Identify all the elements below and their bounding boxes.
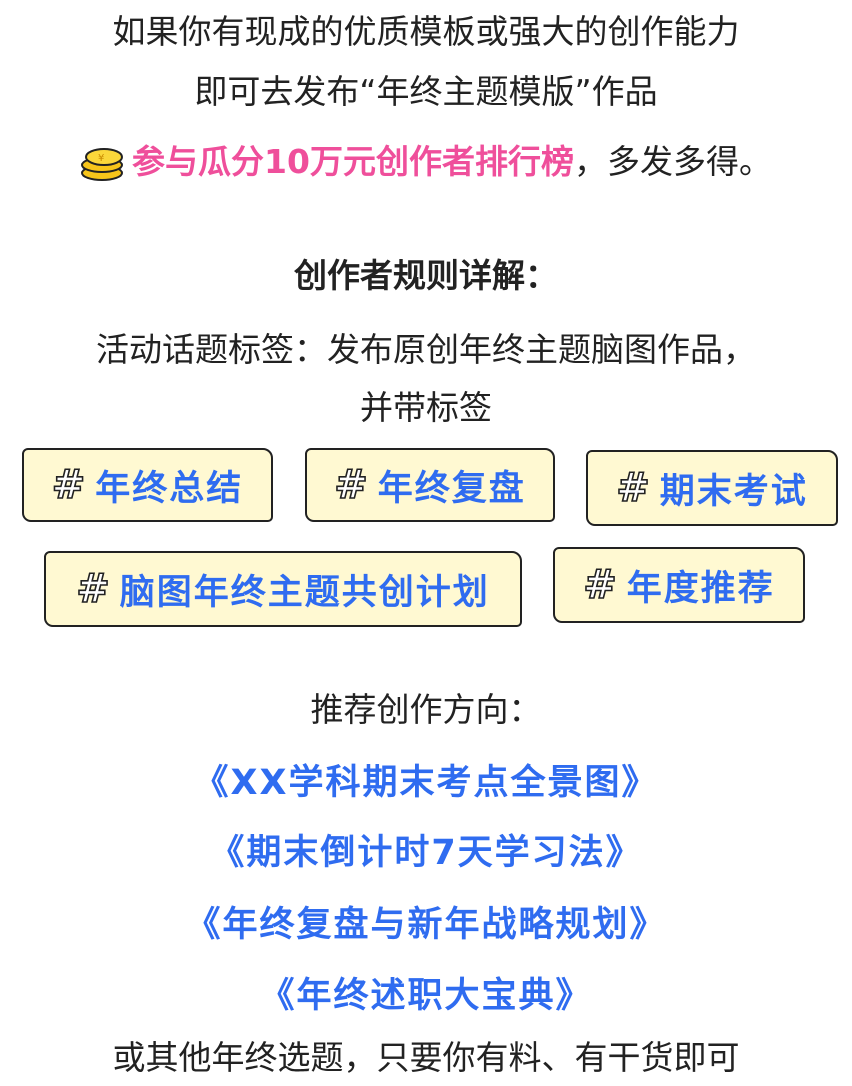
direction-item: 《年终述职大宝典》 <box>259 976 593 1016</box>
rules-desc-line-1: 活动话题标签：发布原创年终主题脑图作品， <box>96 330 756 369</box>
directions-footer: 或其他年终选题，只要你有料、有干货即可 <box>112 1038 740 1077</box>
hash-icon: # <box>615 464 652 512</box>
hash-icon: # <box>75 565 112 613</box>
tag-label: 年终复盘 <box>377 468 526 509</box>
directions-heading: 推荐创作方向： <box>310 690 542 729</box>
gold-coins-icon: ¥ <box>80 146 126 182</box>
hash-icon: # <box>51 461 88 509</box>
rules-heading: 创作者规则详解： <box>294 256 558 295</box>
tag-annual-recommend[interactable]: #年度推荐 <box>553 547 805 623</box>
rules-desc-line-2: 并带标签 <box>360 388 492 427</box>
intro-line-1: 如果你有现成的优质模板或强大的创作能力 <box>112 12 740 51</box>
tag-mindmap-cocreation[interactable]: #脑图年终主题共创计划 <box>44 551 522 627</box>
intro-line-3-rest: ，多发多得。 <box>573 142 772 181</box>
svg-text:¥: ¥ <box>98 153 104 164</box>
direction-item: 《XX学科期末考点全景图》 <box>193 763 659 803</box>
tag-year-end-summary[interactable]: #年终总结 <box>22 448 273 522</box>
direction-item: 《年终复盘与新年战略规划》 <box>185 905 667 945</box>
intro-line-3: ¥ 参与瓜分10万元创作者排行榜，多发多得。 <box>0 142 852 182</box>
hash-icon: # <box>333 461 370 509</box>
tag-label: 年度推荐 <box>626 568 775 609</box>
hash-icon: # <box>582 561 619 609</box>
direction-item: 《期末倒计时7天学习法》 <box>209 833 643 873</box>
tag-label: 年终总结 <box>95 468 244 509</box>
prize-highlight: 参与瓜分10万元创作者排行榜 <box>132 142 574 181</box>
tag-label: 期末考试 <box>659 471 808 512</box>
tag-final-exam[interactable]: #期末考试 <box>586 450 838 526</box>
intro-line-2: 即可去发布“年终主题模版”作品 <box>194 72 658 111</box>
tag-label: 脑图年终主题共创计划 <box>119 572 490 613</box>
tag-year-end-review[interactable]: #年终复盘 <box>305 448 555 522</box>
